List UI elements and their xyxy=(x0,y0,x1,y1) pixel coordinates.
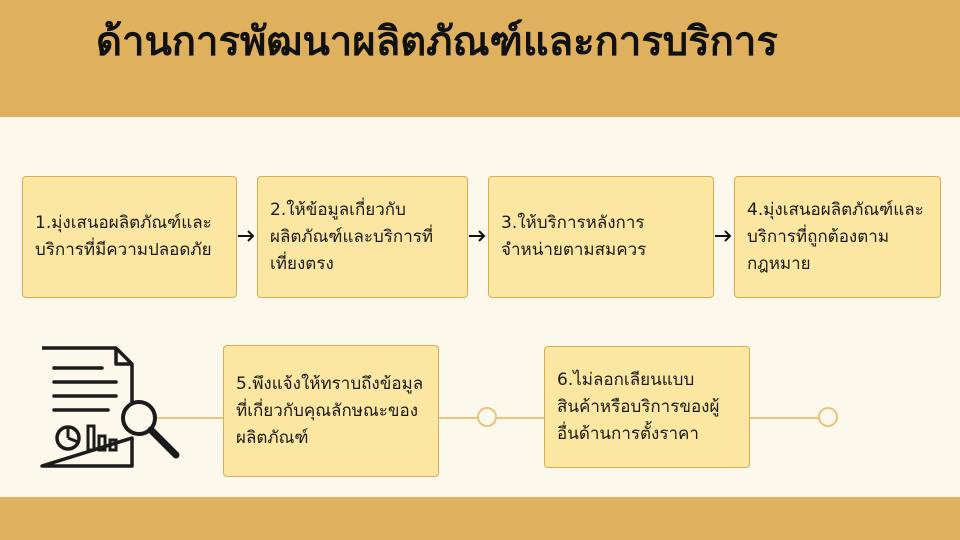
step-box-6: 6.ไม่ลอกเลียนแบบสินค้าหรือบริการของผู้อื… xyxy=(544,346,750,468)
step-box-4: 4.มุ่งเสนอผลิตภัณฑ์และบริการที่ถูกต้องตา… xyxy=(734,176,941,298)
arrow-right-icon xyxy=(469,230,486,242)
step-label-2: 2.ให้ข้อมูลเกี่ยวกับผลิตภัณฑ์และบริการที… xyxy=(270,199,434,274)
step-box-1: 1.มุ่งเสนอผลิตภัณฑ์และบริการที่มีความปลอ… xyxy=(22,176,237,298)
step-box-2: 2.ให้ข้อมูลเกี่ยวกับผลิตภัณฑ์และบริการที… xyxy=(257,176,468,298)
timeline-node-icon xyxy=(818,407,838,427)
step-label-1: 1.มุ่งเสนอผลิตภัณฑ์และบริการที่มีความปลอ… xyxy=(35,213,212,260)
header-band xyxy=(0,0,960,117)
step-label-6: 6.ไม่ลอกเลียนแบบสินค้าหรือบริการของผู้อื… xyxy=(557,369,720,444)
footer-band xyxy=(0,497,960,540)
timeline-node-icon xyxy=(477,407,497,427)
step-box-5: 5.พึงแจ้งให้ทราบถึงข้อมูลที่เกี่ยวกับคุณ… xyxy=(223,345,439,477)
step-label-3: 3.ให้บริการหลังการจำหน่ายตามสมควร xyxy=(501,213,647,260)
arrow-right-icon xyxy=(238,230,255,242)
arrow-right-icon xyxy=(715,230,732,242)
step-box-3: 3.ให้บริการหลังการจำหน่ายตามสมควร xyxy=(488,176,714,298)
step-label-4: 4.มุ่งเสนอผลิตภัณฑ์และบริการที่ถูกต้องตา… xyxy=(747,199,924,274)
document-analysis-icon xyxy=(40,346,180,468)
step-label-5: 5.พึงแจ้งให้ทราบถึงข้อมูลที่เกี่ยวกับคุณ… xyxy=(236,373,424,448)
page-title: ด้านการพัฒนาผลิตภัณฑ์และการบริการ xyxy=(96,18,778,65)
